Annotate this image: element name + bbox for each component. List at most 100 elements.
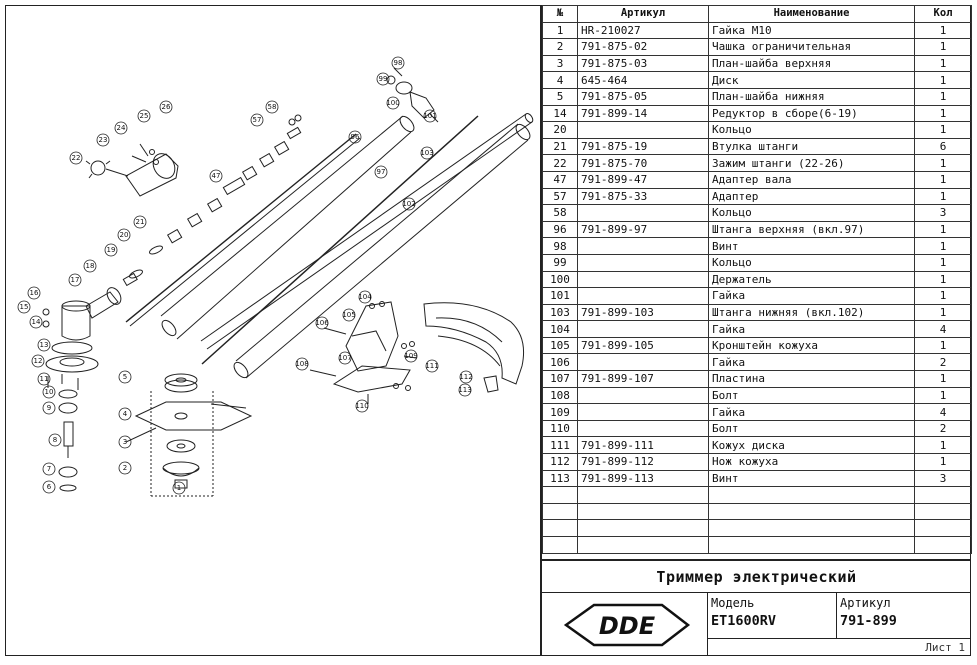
cell-qty: 3 — [914, 204, 972, 222]
cell-qty: 2 — [914, 419, 972, 438]
cell-article: HR-210027 — [577, 21, 709, 40]
cell-name: Винт — [708, 469, 915, 488]
gearbox-assembly — [42, 287, 122, 341]
bushing-18 — [122, 272, 138, 287]
table-row — [542, 519, 972, 537]
callout-58: 58 — [268, 103, 277, 111]
cell-name — [708, 536, 915, 554]
callout-98: 98 — [394, 59, 403, 67]
callout-20: 20 — [120, 231, 129, 239]
lower-shaft — [233, 123, 531, 379]
cell-name: План-шайба верхняя — [708, 54, 915, 73]
cell-no: 106 — [542, 353, 578, 372]
callout-8: 8 — [53, 436, 57, 444]
exploded-parts-diagram: 1 2 3 4 5 6 7 8 9 10 11 12 13 14 15 16 1… — [17, 56, 534, 497]
cell-qty: 1 — [914, 220, 972, 239]
cell-name: Штанга верхняя (вкл.97) — [708, 220, 915, 239]
cell-name: Штанга нижняя (вкл.102) — [708, 303, 915, 322]
callout-109: 109 — [404, 352, 417, 360]
callout-22: 22 — [72, 154, 81, 162]
callout-107: 107 — [338, 354, 351, 362]
cell-article: 791-875-70 — [577, 154, 709, 172]
guard-knife — [483, 375, 499, 393]
callout-112: 112 — [459, 373, 472, 381]
cell-qty — [914, 502, 972, 521]
adapter-rings — [286, 114, 302, 140]
callout-110: 110 — [355, 402, 368, 410]
cell-article: 791-875-02 — [577, 38, 709, 56]
guard-plate — [332, 365, 411, 393]
cell-no: 57 — [542, 187, 578, 206]
bracket-bolts — [309, 301, 417, 404]
cell-qty: 6 — [914, 137, 972, 156]
callout-18: 18 — [86, 262, 95, 270]
callout-10: 10 — [45, 388, 54, 396]
handle-holder — [386, 67, 439, 123]
cell-name: Держатель — [708, 270, 915, 289]
cell-article — [577, 403, 709, 421]
callout-17: 17 — [71, 276, 80, 284]
callout-99: 99 — [379, 75, 388, 83]
cell-article — [577, 419, 709, 438]
cell-no: 110 — [542, 419, 578, 438]
dde-logo-icon: DDE — [563, 603, 691, 647]
table-header-row: № Артикул Наименование Кол — [542, 5, 972, 23]
cell-article — [577, 204, 709, 222]
callout-105: 105 — [342, 311, 355, 319]
col-header-no: № — [542, 5, 578, 23]
cell-article — [577, 353, 709, 372]
cell-article: 791-899-14 — [577, 104, 709, 123]
callout-25: 25 — [140, 112, 149, 120]
cell-no: 100 — [542, 270, 578, 289]
cell-qty: 1 — [914, 121, 972, 139]
callout-9: 9 — [47, 404, 51, 412]
cell-qty: 1 — [914, 104, 972, 123]
cell-no: 21 — [542, 137, 578, 156]
cell-name: Диск — [708, 71, 915, 89]
cell-article — [577, 386, 709, 405]
cell-article: 791-875-19 — [577, 137, 709, 156]
cell-qty: 4 — [914, 320, 972, 338]
cell-no: 22 — [542, 154, 578, 172]
cell-article: 791-875-33 — [577, 187, 709, 206]
cell-qty: 1 — [914, 270, 972, 289]
cell-qty: 1 — [914, 303, 972, 322]
bearing-7 — [58, 466, 78, 478]
cell-name — [708, 502, 915, 521]
cell-name: Кольцо — [708, 204, 915, 222]
callout-19: 19 — [107, 246, 116, 254]
drive-shaft — [125, 133, 361, 327]
cell-article: 791-899-103 — [577, 303, 709, 322]
cell-no: 105 — [542, 336, 578, 355]
cell-qty: 1 — [914, 87, 972, 106]
cell-name: Болт — [708, 419, 915, 438]
cell-article: 791-899-111 — [577, 436, 709, 455]
flange-3 — [166, 439, 196, 453]
cell-no: 5 — [542, 87, 578, 106]
cell-name: Гайка — [708, 403, 915, 421]
model-cell: Модель ET1600RV — [708, 593, 837, 639]
cell-article: 791-899-105 — [577, 336, 709, 355]
cell-name: Гайка М10 — [708, 21, 915, 40]
callout-103: 103 — [420, 149, 433, 157]
cell-name: Чашка ограничительная — [708, 38, 915, 56]
shaft-clamp — [85, 153, 179, 197]
callout-14: 14 — [32, 318, 41, 326]
cell-name: Гайка — [708, 287, 915, 305]
cell-name: Зажим штанги (22-26) — [708, 154, 915, 172]
callout-5: 5 — [123, 373, 127, 381]
table-row — [542, 486, 972, 504]
callout-11: 11 — [40, 375, 49, 383]
